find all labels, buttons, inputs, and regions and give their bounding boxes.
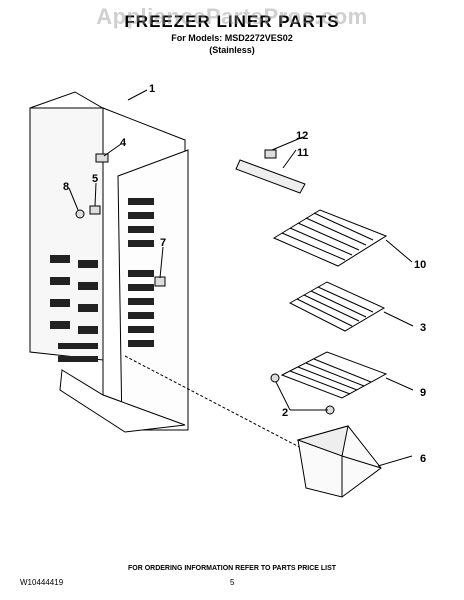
side-wall-slots <box>128 198 154 347</box>
callout-8: 8 <box>63 181 69 193</box>
ordering-note: FOR ORDERING INFORMATION REFER TO PARTS … <box>127 565 337 572</box>
part-12-screw <box>264 149 277 159</box>
part-7-bracket <box>154 276 166 287</box>
part-2-end-cap-left <box>270 373 280 383</box>
callout-4: 4 <box>120 137 127 149</box>
callout-9: 9 <box>420 387 426 399</box>
back-wall-slots <box>50 255 98 362</box>
part-4-bracket <box>95 153 109 163</box>
alignment-line <box>124 355 306 451</box>
callout-3: 3 <box>420 322 426 334</box>
finish-line: (Stainless) <box>209 45 255 55</box>
callout-12: 12 <box>296 130 308 142</box>
callout-10: 10 <box>414 259 426 271</box>
part-10-wire-shelf <box>272 209 388 267</box>
callout-labels: 1 4 5 8 7 12 11 10 3 9 2 6 <box>63 83 426 465</box>
part-6-crisper-pan <box>296 425 382 498</box>
watermark-text: AppliancePartsPros.com <box>96 4 368 29</box>
part-8-screw <box>75 209 85 219</box>
document-number: W10444419 <box>20 578 64 587</box>
liner-bottom <box>59 369 186 433</box>
diagram-title: FREEZER LINER PARTS <box>124 12 340 31</box>
callout-1: 1 <box>149 83 155 95</box>
part-3-wire-shelf <box>288 281 386 332</box>
callout-leaders <box>68 89 414 467</box>
page-number: 5 <box>230 578 235 587</box>
callout-11: 11 <box>297 147 309 159</box>
callout-7: 7 <box>160 237 166 249</box>
callout-6: 6 <box>420 453 426 465</box>
callout-5: 5 <box>92 173 98 185</box>
models-line: For Models: MSD2272VES02 <box>171 33 293 43</box>
part-5-clip <box>89 205 101 215</box>
callout-2: 2 <box>282 407 288 419</box>
part-11-shelf-rail <box>235 159 306 194</box>
part-9-wire-shelf <box>280 351 388 399</box>
